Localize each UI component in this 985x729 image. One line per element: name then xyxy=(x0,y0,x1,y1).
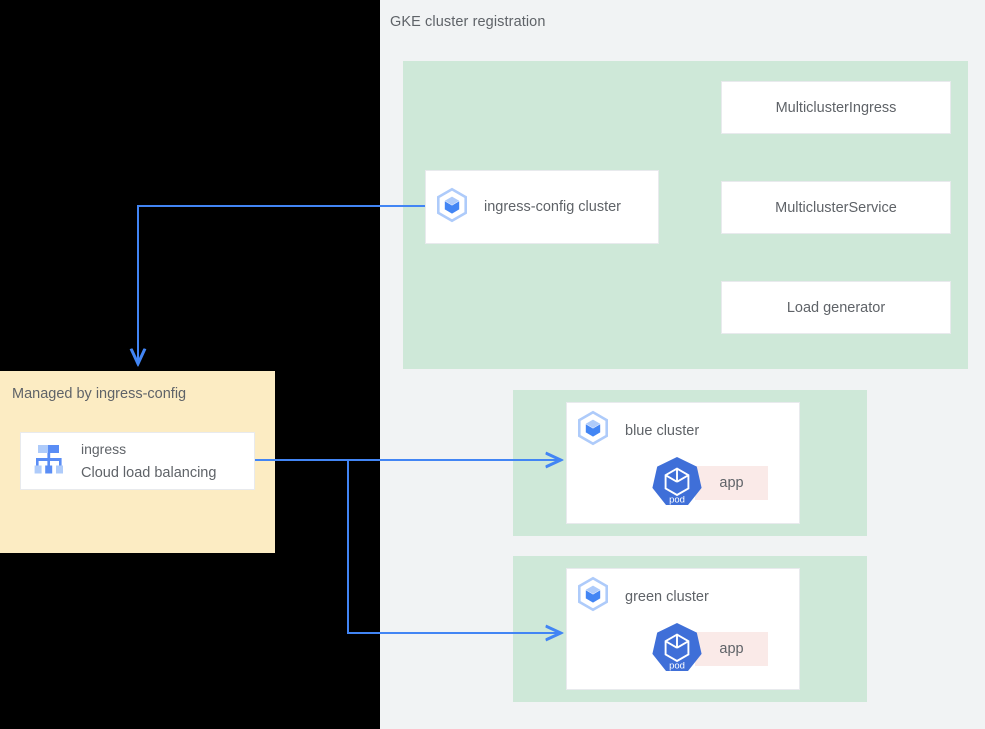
blue-cluster-workload: pod app xyxy=(649,455,768,511)
cloud-load-balancing-icon xyxy=(29,439,69,484)
resource-box-label: MulticlusterService xyxy=(775,199,897,216)
ingress-config-cluster-card[interactable]: ingress-config cluster xyxy=(425,170,659,244)
resource-box-multiclusteringress[interactable]: MulticlusterIngress xyxy=(721,81,951,134)
section-title-gke-cluster-registration: GKE cluster registration xyxy=(390,14,546,30)
resource-box-label: Load generator xyxy=(786,299,886,316)
ingress-resource-name: ingress xyxy=(81,440,127,457)
app-chip-label: app xyxy=(719,641,744,657)
cloud-load-balancing-card[interactable]: ingress Cloud load balancing xyxy=(20,432,255,490)
app-chip-green[interactable]: app xyxy=(695,632,768,666)
green-cluster-workload: pod app xyxy=(649,621,768,677)
app-chip-blue[interactable]: app xyxy=(695,466,768,500)
resource-box-label: MulticlusterIngress xyxy=(775,99,897,116)
cloud-load-balancing-product: Cloud load balancing xyxy=(81,464,217,481)
green-cluster-header: green cluster xyxy=(574,575,709,618)
kubernetes-pod-icon: pod xyxy=(649,621,705,677)
app-chip-label: app xyxy=(719,475,744,491)
managed-panel-title: Managed by ingress-config xyxy=(12,386,187,402)
pod-badge-label: pod xyxy=(669,661,685,672)
kubernetes-pod-icon: pod xyxy=(649,455,705,511)
gke-cluster-icon xyxy=(433,186,471,229)
blue-cluster-card[interactable]: blue cluster pod app xyxy=(566,402,800,524)
green-cluster-card[interactable]: green cluster pod app xyxy=(566,568,800,690)
ingress-config-cluster-label: ingress-config cluster xyxy=(484,199,621,215)
blue-cluster-label: blue cluster xyxy=(625,422,700,439)
gke-cluster-icon xyxy=(574,575,612,618)
blue-cluster-header: blue cluster xyxy=(574,409,699,452)
green-cluster-label: green cluster xyxy=(625,588,709,605)
pod-badge-label: pod xyxy=(669,495,685,506)
resource-box-multiclusterservice[interactable]: MulticlusterService xyxy=(721,181,951,234)
resource-box-load-generator[interactable]: Load generator xyxy=(721,281,951,334)
cloud-load-balancing-text: ingress Cloud load balancing xyxy=(81,440,216,483)
gke-cluster-icon xyxy=(574,409,612,452)
